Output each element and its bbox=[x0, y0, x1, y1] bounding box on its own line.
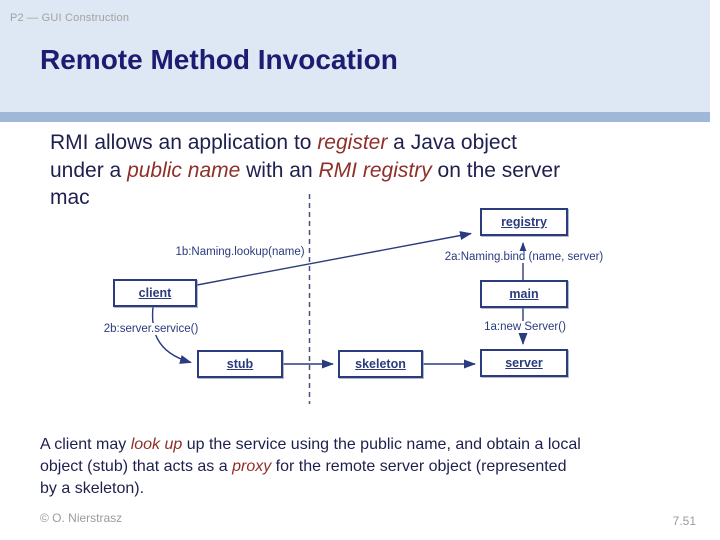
page-title: Remote Method Invocation bbox=[40, 44, 398, 75]
diagram-label-service: 2b:server.service() bbox=[101, 323, 201, 335]
course-label: P2 — GUI Construction bbox=[10, 12, 130, 24]
diagram-label-lookup: 1b:Naming.lookup(name) bbox=[173, 246, 307, 258]
diagram-label-new-server: 1a:new Server() bbox=[482, 321, 568, 333]
diagram-box-skeleton: skeleton bbox=[338, 350, 423, 378]
header-divider-bar bbox=[0, 112, 710, 122]
diagram-label-bind: 2a:Naming.bind (name, server) bbox=[442, 251, 606, 263]
diagram-box-registry: registry bbox=[480, 208, 568, 236]
summary-paragraph: A client may look up up the service usin… bbox=[40, 436, 581, 497]
diagram-box-server: server bbox=[480, 349, 568, 377]
body-paragraph: RMI allows an application to register a … bbox=[50, 131, 561, 209]
diagram-box-main: main bbox=[480, 280, 568, 308]
slide-header-band bbox=[0, 0, 710, 112]
copyright-label: © O. Nierstrasz bbox=[40, 511, 123, 525]
arrow-lookup bbox=[196, 231, 472, 286]
slide-number: 7.51 bbox=[672, 514, 696, 528]
diagram-box-client: client bbox=[113, 279, 197, 307]
diagram-box-stub: stub bbox=[197, 350, 283, 378]
